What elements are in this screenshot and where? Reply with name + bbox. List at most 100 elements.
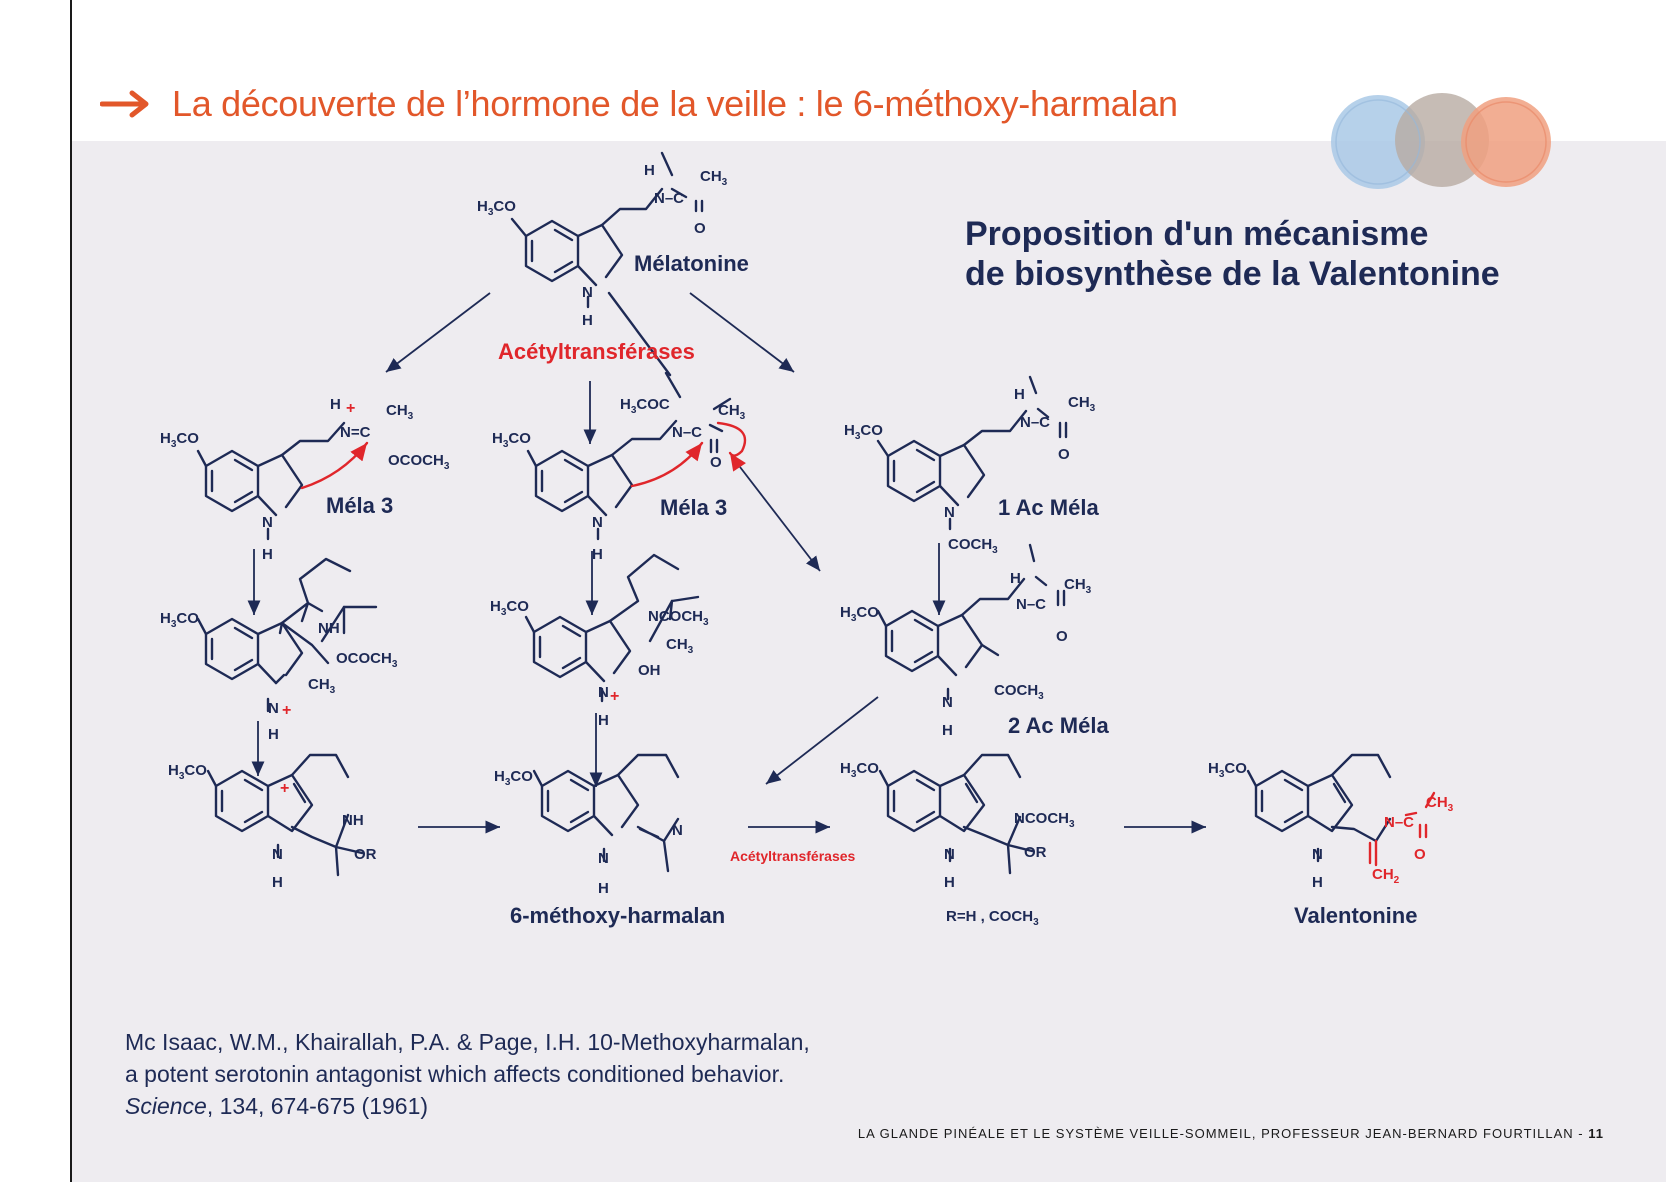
melatonine-n: N bbox=[582, 284, 593, 301]
reference-line-3: Science, 134, 674-675 (1961) bbox=[125, 1090, 810, 1122]
r-product-h: H bbox=[944, 874, 955, 891]
left-rule bbox=[70, 0, 72, 1182]
ac1-coch3: COCH3 bbox=[948, 536, 998, 556]
ac2-o: O bbox=[1056, 628, 1068, 645]
biosynthesis-diagram: H3CO H N–C CH3 O N H Mélatonine H3CO H N… bbox=[160, 151, 1454, 928]
valentonine-n-c-red: N–C bbox=[1384, 814, 1414, 831]
label-mela3-mid: Méla 3 bbox=[660, 495, 727, 520]
mela3-left-h: H bbox=[330, 396, 341, 413]
label-1-ac-mela: 1 Ac Méla bbox=[998, 495, 1099, 520]
page-number: 11 bbox=[1588, 1126, 1604, 1141]
ac1-ch3: CH3 bbox=[1068, 394, 1096, 414]
plus-charge-spiro-left: + bbox=[282, 702, 291, 719]
mela3-mid-n: N bbox=[592, 514, 603, 531]
footer-text: LA GLANDE PINÉALE ET LE SYSTÈME VEILLE-S… bbox=[857, 1126, 1589, 1141]
melatonine-o: O bbox=[694, 220, 706, 237]
tricyclic-left-h3co: H3CO bbox=[168, 762, 207, 782]
mela3-mid-h3co: H3CO bbox=[492, 430, 531, 450]
melatonine-n-c: N–C bbox=[654, 190, 684, 207]
r-product-ncoch3: NCOCH3 bbox=[1014, 810, 1075, 830]
spiro-mid-ch3: CH3 bbox=[666, 636, 694, 656]
mela3-left-nh: H bbox=[262, 546, 273, 563]
melatonine-nh-h: H bbox=[644, 162, 655, 179]
harmalan-ring-n: N bbox=[672, 822, 683, 839]
label-mela3-left: Méla 3 bbox=[326, 493, 393, 518]
mela3-mid-nh: H bbox=[592, 546, 603, 563]
spiro-left-n: N bbox=[268, 700, 279, 717]
reference-line-2: a potent serotonin antagonist which affe… bbox=[125, 1061, 785, 1087]
melatonine-h: H bbox=[582, 312, 593, 329]
spiro-mid-h3co: H3CO bbox=[490, 598, 529, 618]
plus-charge-mela3: + bbox=[346, 400, 355, 417]
label-melatonine: Mélatonine bbox=[634, 251, 749, 276]
spiro-left-ococh3: OCOCH3 bbox=[336, 650, 398, 670]
harmalan-h: H bbox=[598, 880, 609, 897]
ac1-n: N bbox=[944, 504, 955, 521]
ac2-nh: H bbox=[942, 722, 953, 739]
mela3-left-n: N bbox=[262, 514, 273, 531]
melatonine-h3co: H3CO bbox=[477, 198, 516, 218]
melatonine-ch3: CH3 bbox=[700, 168, 728, 188]
tricyclic-left-or: OR bbox=[354, 846, 377, 863]
title-row: La découverte de l’hormone de la veille … bbox=[100, 76, 1178, 132]
ac2-coch3: COCH3 bbox=[994, 682, 1044, 702]
content-panel bbox=[72, 141, 1666, 1182]
label-6-methoxy-harmalan: 6-méthoxy-harmalan bbox=[510, 903, 725, 928]
mela3-mid-h3coc: H3COC bbox=[620, 396, 670, 416]
tricyclic-left-h: H bbox=[272, 874, 283, 891]
mela3-mid-ch3: CH3 bbox=[718, 402, 746, 422]
valentonine-n: N bbox=[1312, 846, 1323, 863]
reference-journal: Science bbox=[125, 1093, 207, 1119]
reference-line-1: Mc Isaac, W.M., Khairallah, P.A. & Page,… bbox=[125, 1029, 810, 1055]
mela3-mid-n-c: N–C bbox=[672, 424, 702, 441]
mela3-left-ch3: CH3 bbox=[386, 402, 414, 422]
ac1-n-c: N–C bbox=[1020, 414, 1050, 431]
spiro-left-nh2: H bbox=[268, 726, 279, 743]
label-valentonine: Valentonine bbox=[1294, 903, 1417, 928]
heading-line-1: Proposition d'un mécanisme bbox=[965, 215, 1429, 253]
spiro-left-h3co: H3CO bbox=[160, 610, 199, 630]
mela3-mid-o: O bbox=[710, 454, 722, 471]
ac2-n-c: N–C bbox=[1016, 596, 1046, 613]
ac2-h3co: H3CO bbox=[840, 604, 879, 624]
reference-citation: Mc Isaac, W.M., Khairallah, P.A. & Page,… bbox=[125, 1026, 810, 1122]
valentonine-o-red: O bbox=[1414, 846, 1426, 863]
spiro-mid-n: N bbox=[598, 684, 609, 701]
plus-charge-spiro-mid: + bbox=[610, 688, 619, 705]
valentonine-h3co: H3CO bbox=[1208, 760, 1247, 780]
r-product-h3co: H3CO bbox=[840, 760, 879, 780]
r-product-n: N bbox=[944, 846, 955, 863]
spiro-left-nh: NH bbox=[318, 620, 340, 637]
ac1-h: H bbox=[1014, 386, 1025, 403]
reference-details: , 134, 674-675 (1961) bbox=[206, 1093, 429, 1119]
spiro-mid-ncoch3: NCOCH3 bbox=[648, 608, 709, 628]
spiro-mid-nh: H bbox=[598, 712, 609, 729]
page-footer: LA GLANDE PINÉALE ET LE SYSTÈME VEILLE-S… bbox=[858, 1126, 1604, 1141]
spiro-mid-oh: OH bbox=[638, 662, 661, 679]
label-2-ac-mela: 2 Ac Méla bbox=[1008, 713, 1109, 738]
ac2-n: N bbox=[942, 694, 953, 711]
valentonine-ch3-red: CH3 bbox=[1426, 794, 1454, 814]
harmalan-h3co: H3CO bbox=[494, 768, 533, 788]
valentonine-h: H bbox=[1312, 874, 1323, 891]
valentonine-ch2-red: CH2 bbox=[1372, 866, 1400, 886]
label-acetyltransferases: Acétyltransférases bbox=[498, 339, 695, 364]
spiro-left-ch3: CH3 bbox=[308, 676, 336, 696]
ac1-o: O bbox=[1058, 446, 1070, 463]
mechanism-heading: Proposition d'un mécanisme de biosynthès… bbox=[965, 214, 1500, 294]
mela3-left-ococh3: OCOCH3 bbox=[388, 452, 450, 472]
mela3-left-n-c: N=C bbox=[340, 424, 371, 441]
page-title: La découverte de l’hormone de la veille … bbox=[172, 83, 1178, 124]
tricyclic-left-nh: NH bbox=[342, 812, 364, 829]
ac1-h3co: H3CO bbox=[844, 422, 883, 442]
r-product-or: OR bbox=[1024, 844, 1047, 861]
ac2-h: H bbox=[1010, 570, 1021, 587]
ac2-ch3: CH3 bbox=[1064, 576, 1092, 596]
label-r-definition: R=H , COCH3 bbox=[946, 908, 1039, 928]
arrow-right-icon bbox=[100, 90, 149, 118]
tricyclic-left-n: N bbox=[272, 846, 283, 863]
mela3-left-h3co: H3CO bbox=[160, 430, 199, 450]
heading-line-2: de biosynthèse de la Valentonine bbox=[965, 255, 1500, 293]
label-acetyltransferases-small: Acétyltransférases bbox=[730, 848, 856, 864]
plus-charge-tricyclic: + bbox=[280, 780, 289, 797]
